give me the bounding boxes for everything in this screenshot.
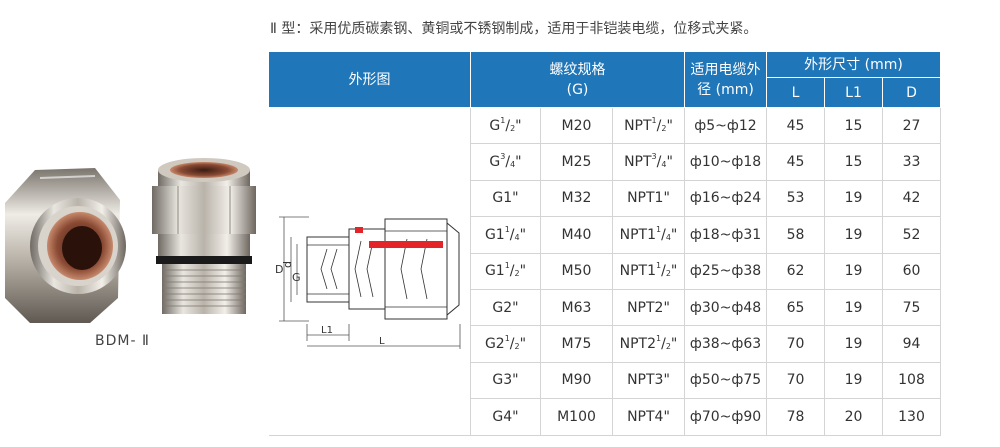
- table-row: D d G L1 L G1/2" M20 NPT1/2" ф5~ф12 45 1…: [268, 106, 941, 436]
- cell-L: 62: [766, 252, 825, 290]
- cell-g: G11/4": [470, 216, 541, 254]
- cell-npt: NPT4": [612, 398, 685, 436]
- cell-cable: ф5~ф12: [684, 106, 767, 145]
- cell-m: M40: [540, 216, 613, 254]
- cell-L1: 20: [824, 398, 883, 436]
- cell-L1: 15: [824, 143, 883, 181]
- header-cable-line2: 径 (mm): [697, 81, 754, 98]
- cell-L1: 19: [824, 325, 883, 363]
- cell-g: G3": [470, 361, 541, 400]
- cell-m: M63: [540, 288, 613, 327]
- cell-L: 58: [766, 216, 825, 254]
- cell-L: 53: [766, 179, 825, 218]
- cell-D: 94: [882, 325, 941, 363]
- spec-caption: Ⅱ 型：采用优质碳素钢、黄铜或不锈钢制成，适用于非铠装电缆，位移式夹紧。: [270, 21, 758, 37]
- cell-L1: 19: [824, 216, 883, 254]
- cell-D: 27: [882, 106, 941, 145]
- cell-npt: NPT2": [612, 288, 685, 327]
- cell-L: 45: [766, 143, 825, 181]
- cell-D: 42: [882, 179, 941, 218]
- spec-table: 外形图 螺纹规格 (G) 适用电缆外 径 (mm) 外形尺寸 (mm) L L1…: [268, 51, 941, 436]
- dim-label-G: G: [292, 271, 301, 284]
- cell-cable: ф25~ф38: [684, 252, 767, 290]
- cell-npt: NPT21/2": [612, 325, 685, 363]
- table-row: G4" M100 NPT4" ф70~ф90 78 20 130: [269, 398, 941, 436]
- cell-L: 70: [766, 325, 825, 363]
- cell-m: M100: [540, 398, 613, 436]
- table-row: G21/2" M75 NPT21/2" ф38~ф63 70 19 94: [269, 325, 941, 363]
- cell-cable: ф16~ф24: [684, 179, 767, 218]
- cell-m: M32: [540, 179, 613, 218]
- header-outline: 外形图: [268, 51, 471, 108]
- cell-D: 108: [882, 361, 941, 400]
- model-label: BDM- Ⅱ: [95, 333, 150, 349]
- cell-cable: ф70~ф90: [684, 398, 767, 436]
- cell-g: G3/4": [470, 143, 541, 181]
- header-thread-line1: 螺纹规格: [549, 61, 606, 78]
- cell-m: M50: [540, 252, 613, 290]
- header-cable-line1: 适用电缆外: [690, 61, 761, 78]
- cell-g: G1/2": [470, 106, 541, 145]
- cell-D: 130: [882, 398, 941, 436]
- header-cable: 适用电缆外 径 (mm): [684, 51, 767, 108]
- cell-g: G1": [470, 179, 541, 218]
- cell-L: 70: [766, 361, 825, 400]
- header-L: L: [766, 77, 825, 108]
- cell-L: 78: [766, 398, 825, 436]
- cell-npt: NPT3/4": [612, 143, 685, 181]
- cell-npt: NPT11/4": [612, 216, 685, 254]
- dim-label-d: d: [281, 261, 294, 268]
- cell-L1: 19: [824, 361, 883, 400]
- cell-m: M90: [540, 361, 613, 400]
- header-dims: 外形尺寸 (mm): [766, 51, 941, 78]
- dim-label-D: D: [275, 263, 283, 276]
- header-D: D: [882, 77, 941, 108]
- table-row: G3" M90 NPT3" ф50~ф75 70 19 108: [269, 361, 941, 400]
- cell-npt: NPT11/2": [612, 252, 685, 290]
- cell-L: 65: [766, 288, 825, 327]
- cell-cable: ф30~ф48: [684, 288, 767, 327]
- cell-npt: NPT1": [612, 179, 685, 218]
- header-thread: 螺纹规格 (G): [470, 51, 685, 108]
- cell-L: 45: [766, 106, 825, 145]
- cell-cable: ф10~ф18: [684, 143, 767, 181]
- header-thread-line2: (G): [566, 81, 589, 98]
- header-L1: L1: [824, 77, 883, 108]
- cell-npt: NPT1/2": [612, 106, 685, 145]
- cell-cable: ф18~ф31: [684, 216, 767, 254]
- cell-g: G2": [470, 288, 541, 327]
- cell-g: G4": [470, 398, 541, 436]
- cell-g: G11/2": [470, 252, 541, 290]
- cell-L1: 19: [824, 252, 883, 290]
- cell-L1: 19: [824, 179, 883, 218]
- cell-m: M25: [540, 143, 613, 181]
- dim-label-L1: L1: [321, 325, 333, 336]
- cell-npt: NPT3": [612, 361, 685, 400]
- cable-gland-photo-icon: [5, 158, 256, 323]
- cell-D: 33: [882, 143, 941, 181]
- cell-g: G21/2": [470, 325, 541, 363]
- outline-drawing: D d G L1 L: [275, 216, 461, 350]
- cell-D: 60: [882, 252, 941, 290]
- dim-label-L: L: [379, 336, 385, 347]
- cell-cable: ф50~ф75: [684, 361, 767, 400]
- cell-D: 75: [882, 288, 941, 327]
- gland-left: [5, 168, 126, 323]
- cell-m: M20: [540, 106, 613, 145]
- gland-right: [152, 158, 256, 314]
- cell-L1: 19: [824, 288, 883, 327]
- product-photo: [0, 108, 270, 428]
- cell-L1: 15: [824, 106, 883, 145]
- outline-drawing-cell: D d G L1 L: [268, 107, 471, 436]
- table-row: G11/2" M50 NPT11/2" ф25~ф38 62 19 60: [269, 252, 941, 290]
- table-row: G3/4" M25 NPT3/4" ф10~ф18 45 15 33: [269, 143, 941, 181]
- cell-m: M75: [540, 325, 613, 363]
- cell-cable: ф38~ф63: [684, 325, 767, 363]
- cell-D: 52: [882, 216, 941, 254]
